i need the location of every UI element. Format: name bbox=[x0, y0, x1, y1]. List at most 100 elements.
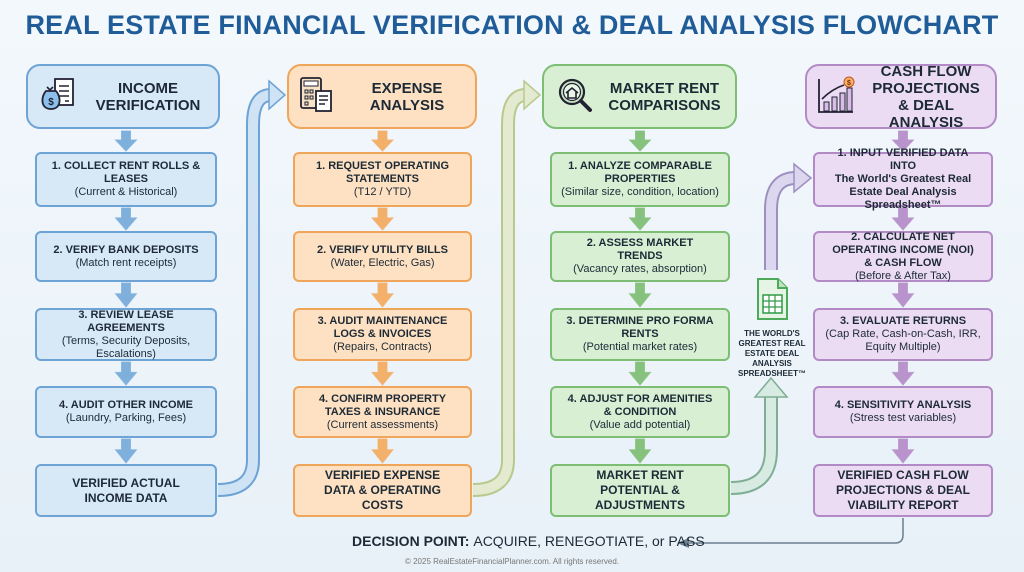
step-box: 3. DETERMINE PRO FORMA RENTS(Potential m… bbox=[550, 308, 730, 361]
growth-chart-icon: $ bbox=[816, 75, 856, 119]
column-header-market: MARKET RENT COMPARISONS bbox=[542, 64, 737, 129]
step-subtitle: (T12 / YTD) bbox=[353, 186, 412, 198]
column-header-title: EXPENSE ANALYSIS bbox=[369, 79, 445, 114]
flow-arrow-outline bbox=[730, 395, 778, 495]
page-title: REAL ESTATE FINANCIAL VERIFICATION & DEA… bbox=[25, 10, 999, 40]
step-box: 4. AUDIT OTHER INCOME(Laundry, Parking, … bbox=[35, 386, 217, 438]
flow-arrow bbox=[730, 395, 776, 493]
calculator-receipt-icon bbox=[297, 75, 337, 119]
down-arrow bbox=[628, 207, 652, 231]
flow-arrowhead bbox=[268, 79, 287, 111]
down-arrow bbox=[370, 361, 395, 386]
flow-arrowhead bbox=[753, 376, 789, 398]
down-arrow bbox=[114, 361, 138, 386]
step-title: 4. AUDIT OTHER INCOME bbox=[58, 399, 194, 411]
step-title: 1. INPUT VERIFIED DATA INTO bbox=[837, 147, 969, 172]
step-title: 3. DETERMINE PRO FORMA RENTS bbox=[566, 315, 714, 340]
step-box: 2. ASSESS MARKET TRENDS(Vacancy rates, a… bbox=[550, 231, 730, 282]
step-box: 4. ADJUST FOR AMENITIES & CONDITION(Valu… bbox=[550, 386, 730, 438]
column-header-income: $INCOME VERIFICATION bbox=[26, 64, 220, 129]
step-title: 3. REVIEW LEASE AGREEMENTS bbox=[78, 308, 174, 334]
column-header-expense: EXPENSE ANALYSIS bbox=[287, 64, 477, 129]
step-subtitle: (Stress test variables) bbox=[849, 412, 957, 424]
down-arrow bbox=[628, 282, 652, 308]
down-arrow bbox=[628, 130, 652, 152]
down-arrow bbox=[891, 438, 915, 464]
step-subtitle: (Current & Historical) bbox=[74, 186, 178, 198]
column-header-title: CASH FLOW PROJECTIONS & DEAL ANALYSIS bbox=[872, 62, 980, 131]
step-box: 2. VERIFY UTILITY BILLS(Water, Electric,… bbox=[293, 231, 472, 282]
step-subtitle: The World's Greatest Real Estate Deal An… bbox=[834, 173, 972, 211]
step-box: 3. AUDIT MAINTENANCE LOGS & INVOICES(Rep… bbox=[293, 308, 472, 361]
step-subtitle: (Repairs, Contracts) bbox=[333, 341, 432, 353]
step-subtitle: (Before & After Tax) bbox=[855, 269, 951, 282]
flow-arrow bbox=[217, 90, 272, 495]
step-subtitle: (Terms, Security Deposits, Escalations) bbox=[61, 334, 191, 360]
money-bag-document-icon: $ bbox=[38, 75, 78, 119]
step-title: 2. CALCULATE NET OPERATING INCOME (NOI) … bbox=[832, 230, 974, 269]
spreadsheet-icon bbox=[755, 277, 789, 321]
result-title: VERIFIED ACTUAL INCOME DATA bbox=[72, 475, 180, 505]
result-title: MARKET RENT POTENTIAL & ADJUSTMENTS bbox=[594, 468, 685, 512]
decision-label: DECISION POINT: bbox=[352, 533, 470, 549]
decision-connector bbox=[685, 518, 904, 544]
step-subtitle: (Water, Electric, Gas) bbox=[330, 256, 435, 269]
spreadsheet-label: THE WORLD'S GREATEST REAL ESTATE DEAL AN… bbox=[737, 329, 806, 378]
step-box: 2. VERIFY BANK DEPOSITS(Match rent recei… bbox=[35, 231, 217, 282]
down-arrow bbox=[891, 282, 915, 308]
down-arrow bbox=[628, 438, 652, 464]
result-box-cashflow: VERIFIED CASH FLOW PROJECTIONS & DEAL VI… bbox=[813, 464, 993, 517]
step-title: 2. ASSESS MARKET TRENDS bbox=[586, 237, 694, 262]
step-subtitle: (Match rent receipts) bbox=[75, 256, 177, 269]
step-subtitle: (Similar size, condition, location) bbox=[561, 186, 719, 198]
down-arrow bbox=[114, 282, 138, 308]
flow-arrowhead bbox=[793, 162, 813, 194]
flow-arrow-outline bbox=[472, 88, 527, 497]
step-title: 4. CONFIRM PROPERTY TAXES & INSURANCE bbox=[318, 392, 447, 418]
down-arrow bbox=[114, 130, 138, 152]
down-arrow bbox=[628, 361, 652, 386]
down-arrow bbox=[370, 207, 395, 231]
step-subtitle: (Current assessments) bbox=[326, 418, 439, 431]
step-box: 4. CONFIRM PROPERTY TAXES & INSURANCE(Cu… bbox=[293, 386, 472, 438]
flow-arrow bbox=[472, 90, 527, 495]
down-arrow bbox=[370, 438, 395, 464]
svg-text:$: $ bbox=[847, 80, 851, 87]
down-arrow bbox=[114, 207, 138, 231]
flow-arrow-outline bbox=[217, 88, 272, 497]
decision-point: DECISION POINT: ACQUIRE, RENEGOTIATE, or… bbox=[352, 533, 705, 549]
down-arrow bbox=[370, 130, 395, 152]
flow-arrow-outline bbox=[764, 171, 797, 270]
step-subtitle: (Value add potential) bbox=[589, 418, 691, 431]
svg-text:$: $ bbox=[48, 97, 54, 108]
flow-arrow bbox=[766, 173, 797, 270]
step-subtitle: (Potential market rates) bbox=[582, 341, 698, 353]
down-arrow bbox=[891, 361, 915, 386]
copyright-footer: © 2025 RealEstateFinancialPlanner.com. A… bbox=[404, 557, 619, 566]
step-title: 1. COLLECT RENT ROLLS & LEASES bbox=[51, 160, 201, 185]
flow-arrowhead bbox=[523, 79, 542, 111]
step-title: 2. VERIFY UTILITY BILLS bbox=[316, 243, 448, 256]
column-header-cashflow: $ CASH FLOW PROJECTIONS & DEAL ANALYSIS bbox=[805, 62, 997, 131]
step-box: 1. REQUEST OPERATING STATEMENTS(T12 / YT… bbox=[293, 152, 472, 207]
step-title: 2. VERIFY BANK DEPOSITS bbox=[53, 243, 199, 256]
result-box-expense: VERIFIED EXPENSE DATA & OPERATING COSTS bbox=[293, 464, 472, 517]
column-header-title: MARKET RENT COMPARISONS bbox=[608, 79, 721, 114]
decision-options: ACQUIRE, RENEGOTIATE, or PASS bbox=[473, 533, 705, 549]
step-box: 4. SENSITIVITY ANALYSIS(Stress test vari… bbox=[813, 386, 993, 438]
step-box: 1. ANALYZE COMPARABLE PROPERTIES(Similar… bbox=[550, 152, 730, 207]
step-subtitle: (Vacancy rates, absorption) bbox=[573, 263, 707, 275]
result-title: VERIFIED EXPENSE DATA & OPERATING COSTS bbox=[324, 468, 441, 512]
step-title: 4. ADJUST FOR AMENITIES & CONDITION bbox=[567, 392, 713, 418]
step-subtitle: (Cap Rate, Cash-on-Cash, IRR, Equity Mul… bbox=[825, 328, 981, 353]
step-title: 3. EVALUATE RETURNS bbox=[839, 315, 967, 327]
step-box: 1. COLLECT RENT ROLLS & LEASES(Current &… bbox=[35, 152, 217, 207]
step-box: 2. CALCULATE NET OPERATING INCOME (NOI) … bbox=[813, 231, 993, 282]
result-title: VERIFIED CASH FLOW PROJECTIONS & DEAL VI… bbox=[835, 468, 970, 512]
step-box: 3. REVIEW LEASE AGREEMENTS(Terms, Securi… bbox=[35, 308, 217, 361]
magnifier-house-icon bbox=[555, 75, 595, 119]
result-box-market: MARKET RENT POTENTIAL & ADJUSTMENTS bbox=[550, 464, 730, 517]
down-arrow bbox=[114, 438, 138, 464]
step-title: 1. REQUEST OPERATING STATEMENTS bbox=[315, 160, 450, 185]
